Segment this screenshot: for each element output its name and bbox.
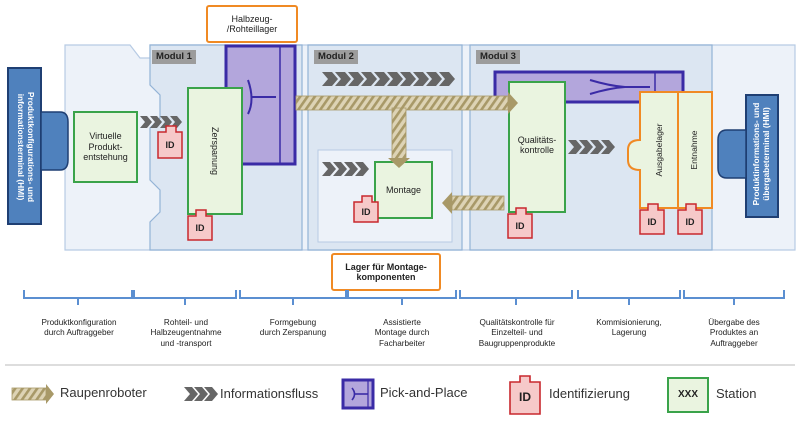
phase-label: Assistierte Montage durch Facharbeiter [374,318,430,348]
info-flow-arrows-2 [322,72,455,86]
legend-info-icon [184,387,218,401]
id-tag-2 [187,209,213,241]
station-entnahme-label: Entnahme [689,130,700,170]
info-flow-arrows-4 [568,140,615,154]
left-terminal [7,67,69,225]
halbzeug-lager-box [206,5,298,43]
phase-brackets [23,290,785,305]
raupen-path-horizontal [295,92,518,114]
phase-label: Produktkonfiguration durch Auftraggeber [41,318,117,338]
right-terminal-label: Produktinformations- und übergabetermina… [751,102,771,206]
montage-lager-label: Lager für Montage- komponenten [345,261,427,282]
station-virtual-label: Virtuelle Produkt- entstehung [83,131,128,163]
legend-id-icon-label: ID [519,390,531,405]
raupen-path-vertical [388,107,410,168]
station-montage [374,161,433,219]
module-3-label: Modul 3 [480,51,516,62]
station-montage-label: Montage [385,184,422,195]
id-tag-1-label: ID [165,139,175,150]
info-flow-arrows-1 [140,116,182,128]
module-3-chip [476,50,520,64]
id-tag-3 [353,195,379,223]
legend-station-label: Station [716,386,757,401]
legend-info-label: Informationsfluss [220,386,319,401]
left-terminal-label: Produktkonfigurations- und informationst… [16,91,36,203]
station-entnahme [677,91,713,209]
halbzeug-lager-label: Halbzeug- /Rohteillager [226,13,278,34]
id-tag-6-label: ID [685,216,695,227]
station-ausgabelager [627,91,681,209]
phase-label: Rohteil- und Halbzeugentnahme und -trans… [150,318,222,348]
legend-station-icon [667,377,709,413]
legend-pick-label: Pick-and-Place [380,385,468,400]
id-tag-5-label: ID [647,216,657,227]
right-terminal [717,94,779,218]
station-zerspanung-label: Zerspanung [210,126,221,176]
module-1-label: Modul 1 [156,51,192,62]
station-ausgabelager-label: Ausgabelager [654,123,665,177]
legend-pick-icon [341,378,375,410]
legend-station-box-label: XXX [677,389,698,401]
legend-raupen-icon [11,384,54,404]
phase-label: Kommisionierung, Lagerung [596,318,662,338]
phase-label: Formgebung durch Zerspanung [259,318,327,338]
phase-label: Qualitätskontrolle für Einzelteil- und B… [478,318,556,348]
info-flow-arrows-3 [322,162,369,176]
id-tag-4-label: ID [515,220,525,231]
id-tag-1 [157,125,183,159]
station-virtual [73,111,138,183]
module-2-chip [314,50,358,64]
station-qualitaet [508,81,566,213]
legend-raupen-label: Raupenroboter [60,385,147,400]
module-1-chip [152,50,196,64]
id-tag-3-label: ID [361,206,371,217]
station-qualitaet-label: Qualitäts- kontrolle [517,134,557,155]
montage-lager-box [331,253,441,291]
station-zerspanung [187,87,243,215]
id-tag-6 [677,203,703,235]
module-2-label: Modul 2 [318,51,354,62]
phase-label: Übergabe des Produktes an Auftraggeber [708,318,760,348]
id-tag-2-label: ID [195,222,205,233]
raupen-path-return [442,192,505,214]
legend-id-icon [509,375,541,415]
legend-ident-label: Identifizierung [549,386,630,401]
id-tag-5 [639,203,665,235]
id-tag-4 [507,207,533,239]
